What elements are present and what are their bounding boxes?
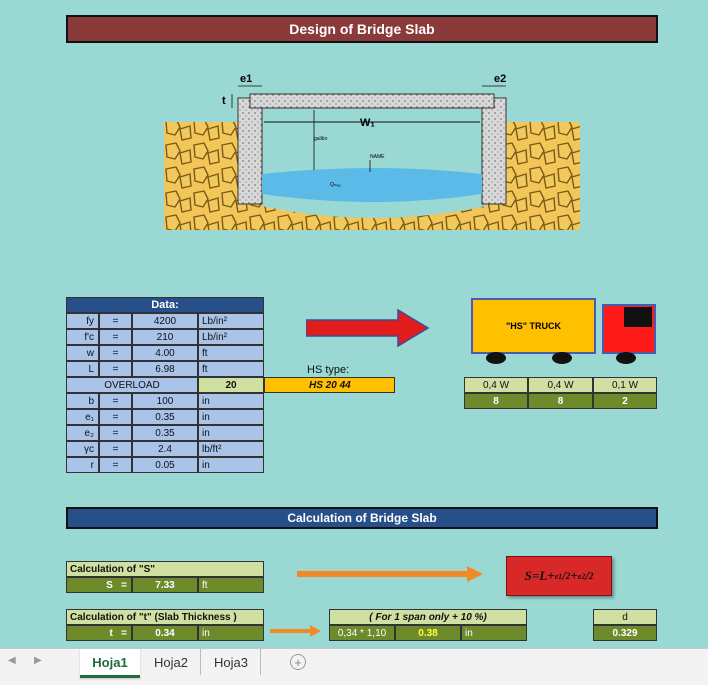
span-formula: 0,34 * 1,10 xyxy=(329,625,395,641)
span-value[interactable]: 0.38 xyxy=(395,625,461,641)
s-formula-box: S=L+e1/2+e2/2 xyxy=(506,556,612,596)
span-note: ( For 1 span only + 10 %) xyxy=(329,609,527,625)
data-table-title: Data: xyxy=(66,297,264,313)
param-symbol: e₂ xyxy=(66,425,99,441)
d-label: d xyxy=(593,609,657,625)
t-calc-title: Calculation of "t" (Slab Thickness ) xyxy=(66,609,264,625)
param-value[interactable]: 0.35 xyxy=(132,425,198,441)
s-symbol: S = xyxy=(66,577,132,593)
param-symbol: e₁ xyxy=(66,409,99,425)
span-label: W₁ xyxy=(360,117,375,129)
sheet-tab-bar: ◀ ▶ Hoja1 Hoja2 Hoja3 + xyxy=(0,648,708,685)
truck-wheel-icon xyxy=(486,352,506,364)
param-unit: ft xyxy=(198,361,264,377)
s-formula-div1: 2 xyxy=(565,571,571,581)
scroll-left-icon[interactable]: ◀ xyxy=(8,655,16,666)
t-value[interactable]: 0.34 xyxy=(132,625,198,641)
t-label: t xyxy=(222,95,226,107)
param-symbol: fy xyxy=(66,313,99,329)
param-symbol: L xyxy=(66,361,99,377)
load-header: 0,4 W xyxy=(464,377,528,393)
sheet-title-bar: Design of Bridge Slab xyxy=(66,15,658,43)
param-unit: in xyxy=(198,425,264,441)
param-unit: Lb/in² xyxy=(198,313,264,329)
s-formula-e1: e1 xyxy=(554,571,563,581)
param-symbol: f'c xyxy=(66,329,99,345)
e2-label: e2 xyxy=(494,73,506,85)
water xyxy=(262,168,482,202)
param-equals: = xyxy=(99,393,132,409)
truck-window xyxy=(624,307,652,327)
param-value[interactable]: 100 xyxy=(132,393,198,409)
param-symbol: γc xyxy=(66,441,99,457)
param-equals: = xyxy=(99,425,132,441)
right-abutment xyxy=(481,97,507,205)
bridge-diagram: W₁ galibo NAME Qₘₐₓ e1 e2 t xyxy=(164,70,580,230)
param-unit: in xyxy=(198,393,264,409)
param-value[interactable]: 4.00 xyxy=(132,345,198,361)
load-value[interactable]: 8 xyxy=(464,393,528,409)
truck-wheel-icon xyxy=(552,352,572,364)
param-value[interactable]: 0.05 xyxy=(132,457,198,473)
param-unit: ft xyxy=(198,345,264,361)
param-value[interactable]: 6.98 xyxy=(132,361,198,377)
small-orange-arrow-icon xyxy=(270,625,321,637)
param-unit: lb/ft² xyxy=(198,441,264,457)
s-calc-title: Calculation of "S" xyxy=(66,561,264,577)
load-value[interactable]: 8 xyxy=(528,393,593,409)
hs-type-label: HS type: xyxy=(307,364,350,376)
overload-value[interactable]: 20 xyxy=(198,377,264,393)
calc-title: Calculation of Bridge Slab xyxy=(287,511,437,525)
truck-wheel-icon xyxy=(616,352,636,364)
scroll-right-icon[interactable]: ▶ xyxy=(34,655,42,666)
s-formula-text: S=L+ xyxy=(524,568,555,583)
tab-hoja1[interactable]: Hoja1 xyxy=(80,649,140,678)
param-equals: = xyxy=(99,441,132,457)
load-value[interactable]: 2 xyxy=(593,393,657,409)
sheet-title: Design of Bridge Slab xyxy=(289,21,435,37)
d-value[interactable]: 0.329 xyxy=(593,625,657,641)
load-header: 0,1 W xyxy=(593,377,657,393)
s-formula-div2: 2 xyxy=(588,571,594,581)
s-value[interactable]: 7.33 xyxy=(132,577,198,593)
name-label: NAME xyxy=(370,154,385,160)
span-unit: in xyxy=(461,625,527,641)
t-unit: in xyxy=(198,625,264,641)
param-equals: = xyxy=(99,345,132,361)
red-arrow-icon xyxy=(306,308,430,348)
param-value[interactable]: 210 xyxy=(132,329,198,345)
calc-title-bar: Calculation of Bridge Slab xyxy=(66,507,658,529)
s-formula-e2: e2 xyxy=(577,571,586,581)
e1-label: e1 xyxy=(240,73,252,85)
param-equals: = xyxy=(99,409,132,425)
tab-hoja2[interactable]: Hoja2 xyxy=(142,649,201,675)
overload-label: OVERLOAD xyxy=(66,377,198,393)
tab-hoja3[interactable]: Hoja3 xyxy=(202,649,261,675)
s-unit: ft xyxy=(198,577,264,593)
flow-label: Qₘₐₓ xyxy=(330,182,341,188)
param-symbol: r xyxy=(66,457,99,473)
truck-trailer: "HS" TRUCK xyxy=(471,298,596,354)
param-value[interactable]: 4200 xyxy=(132,313,198,329)
param-unit: in xyxy=(198,457,264,473)
param-unit: Lb/in² xyxy=(198,329,264,345)
orange-arrow-icon xyxy=(297,566,483,582)
truck-label: "HS" TRUCK xyxy=(505,321,562,331)
hs-type-value[interactable]: HS 20 44 xyxy=(264,377,395,393)
t-symbol: t = xyxy=(66,625,132,641)
param-equals: = xyxy=(99,329,132,345)
add-sheet-icon[interactable]: + xyxy=(290,654,306,670)
slab-deck xyxy=(249,93,495,109)
param-equals: = xyxy=(99,361,132,377)
param-value[interactable]: 0.35 xyxy=(132,409,198,425)
param-symbol: w xyxy=(66,345,99,361)
load-header: 0,4 W xyxy=(528,377,593,393)
param-symbol: b xyxy=(66,393,99,409)
param-equals: = xyxy=(99,313,132,329)
param-unit: in xyxy=(198,409,264,425)
param-equals: = xyxy=(99,457,132,473)
left-abutment xyxy=(237,97,263,205)
param-value[interactable]: 2.4 xyxy=(132,441,198,457)
gutter-label: galibo xyxy=(314,136,328,142)
